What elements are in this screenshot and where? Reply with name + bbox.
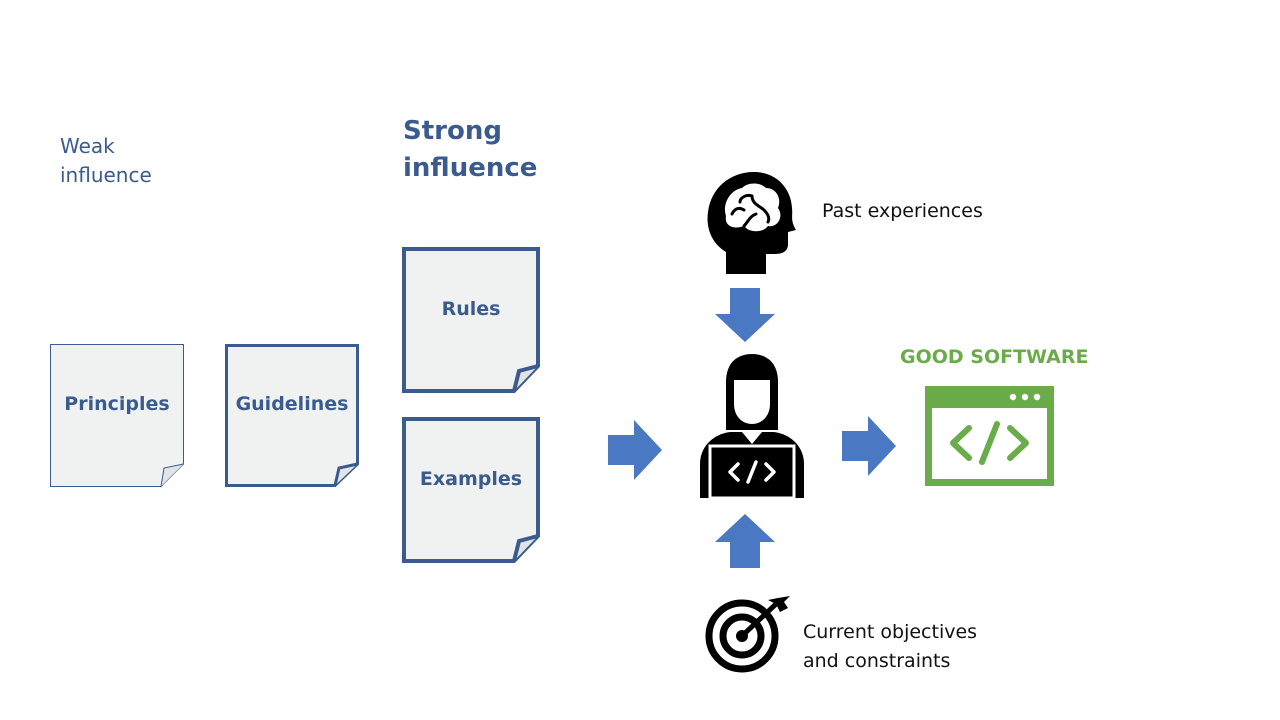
- guidelines-document: Guidelines: [225, 344, 359, 487]
- document-icon: [225, 344, 359, 487]
- weak-line-2: influence: [60, 163, 152, 187]
- arrow-right-icon: [842, 416, 896, 476]
- principles-label: Principles: [64, 393, 170, 415]
- document-icon: [402, 247, 540, 393]
- developer-icon: [700, 354, 804, 498]
- past-experiences-label: Past experiences: [822, 200, 983, 222]
- examples-label: Examples: [419, 468, 523, 490]
- objectives-line-2: and constraints: [803, 650, 951, 672]
- strong-line-1: Strong: [403, 116, 502, 146]
- arrow-up-icon: [715, 514, 775, 568]
- guidelines-label: Guidelines: [235, 393, 349, 415]
- code-window-icon: [925, 386, 1054, 486]
- target-icon: [705, 596, 790, 673]
- head-brain-icon: [707, 172, 796, 274]
- good-software-title: GOOD SOFTWARE: [900, 346, 1089, 368]
- weak-line-1: Weak: [60, 134, 115, 158]
- strong-influence-label: Strong influence: [403, 113, 537, 187]
- objectives-line-1: Current objectives: [803, 621, 978, 643]
- examples-document: Examples: [402, 417, 540, 563]
- arrow-right-icon: [608, 420, 662, 480]
- arrow-down-icon: [715, 288, 775, 342]
- rules-document: Rules: [402, 247, 540, 393]
- document-icon: [402, 417, 540, 563]
- objectives-label: Current objectives and constraints: [803, 618, 977, 676]
- principles-document: Principles: [50, 344, 184, 487]
- weak-influence-label: Weak influence: [60, 132, 152, 190]
- rules-label: Rules: [441, 298, 501, 320]
- document-icon: [50, 344, 184, 487]
- strong-line-2: influence: [403, 153, 538, 183]
